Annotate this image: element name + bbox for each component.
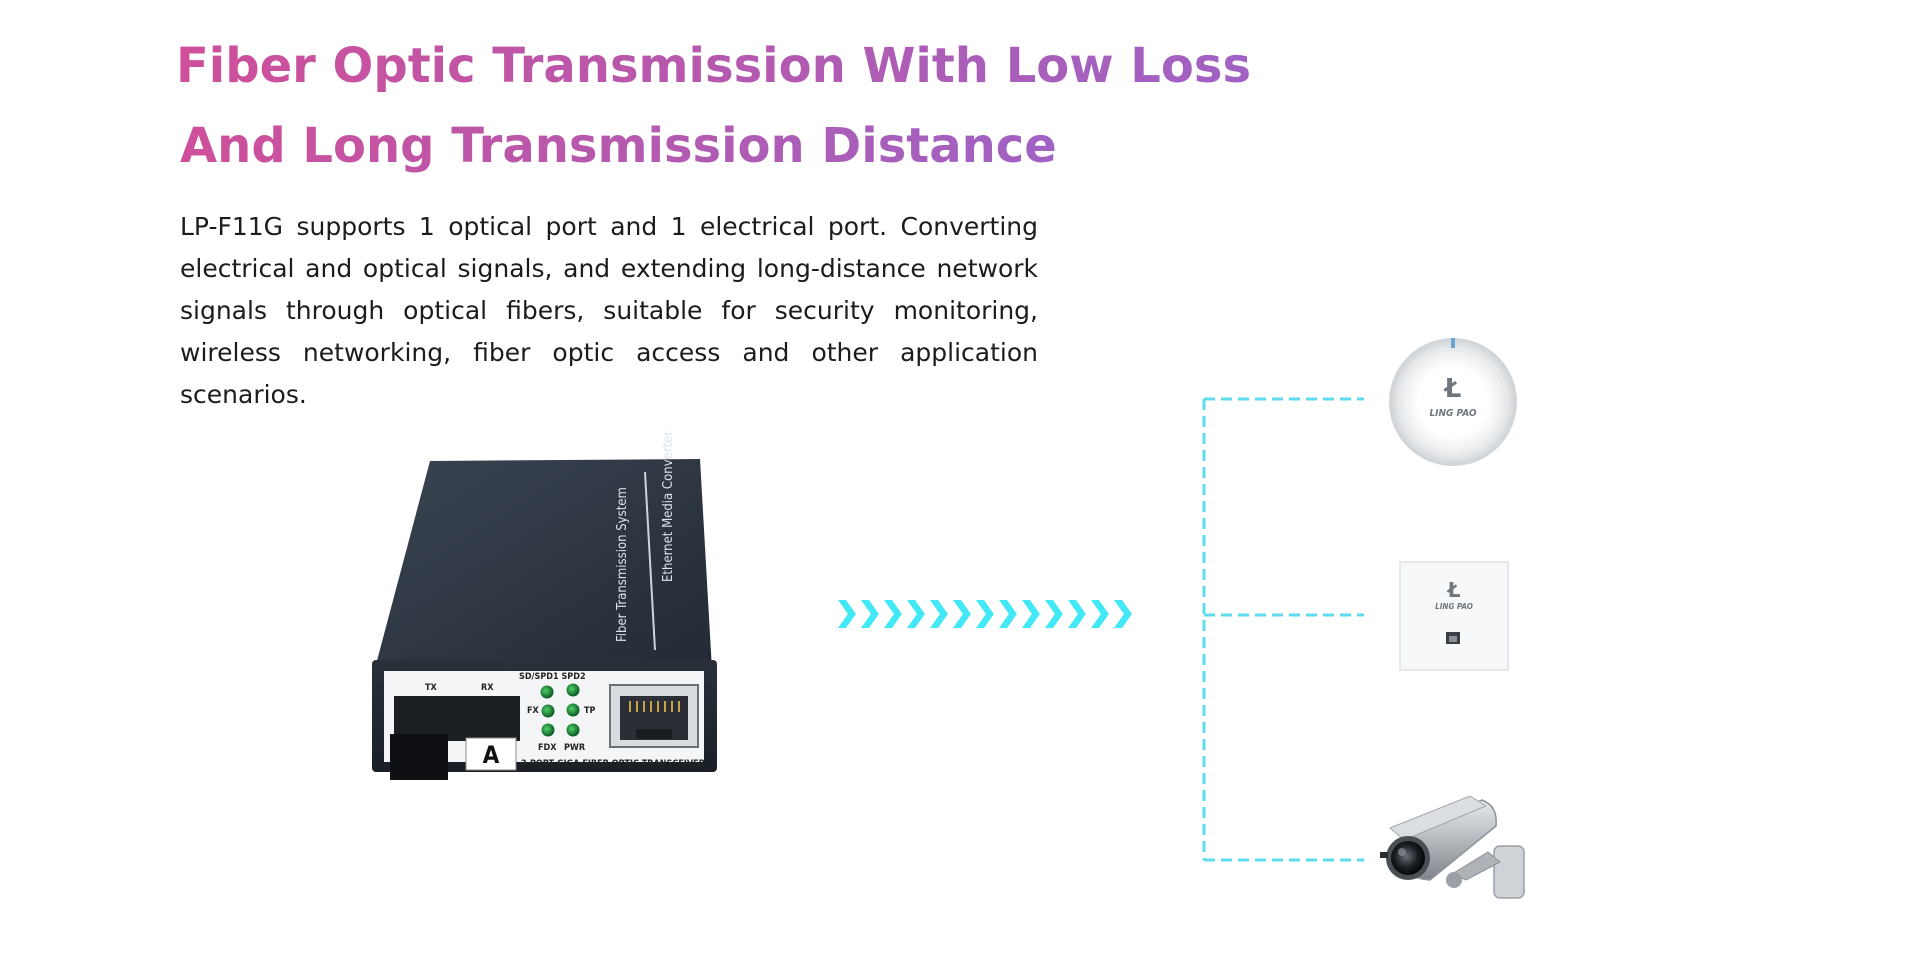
ceiling-access-point: Ł LING PAO (1389, 338, 1517, 466)
sc-fiber-connector (390, 734, 448, 780)
chevron-arrow-icon (999, 600, 1017, 628)
port-type-label: A (483, 741, 500, 769)
chevron-arrow-icon (976, 600, 994, 628)
led-sd-spd1 (540, 685, 554, 699)
chevron-arrow-icon (1114, 600, 1132, 628)
media-converter-device: Ethernet Media Converter Fiber Transmiss… (372, 431, 717, 780)
chevron-arrow-icon (1068, 600, 1086, 628)
sc-fiber-port[interactable] (394, 696, 520, 741)
led-fdx (541, 723, 555, 737)
led-pwr-label: PWR (564, 743, 586, 753)
page-title-line-2: And Long Transmission Distance (180, 118, 1057, 174)
led-fx-label: FX (527, 706, 540, 716)
converter-top-label: Ethernet Media Converter (661, 431, 676, 582)
ceiling-ap-brand: LING PAO (1429, 408, 1476, 419)
led-spd2 (566, 683, 580, 697)
wall-ap-logo-icon: Ł (1447, 578, 1461, 602)
ap-indicator-light (1451, 338, 1455, 348)
chevron-arrow-icon (1091, 600, 1109, 628)
port-type-badge (465, 737, 517, 771)
camera-wall-mount (1493, 845, 1525, 899)
led-tp-label: TP (584, 706, 596, 716)
signal-flow-arrows (838, 600, 1132, 628)
camera-lens (1391, 841, 1425, 875)
chevron-arrow-icon (861, 600, 879, 628)
rj45-port-latch (636, 729, 672, 739)
ceiling-ap-logo-icon: Ł (1443, 374, 1462, 404)
converter-side-label: Fiber Transmission System (615, 487, 630, 642)
wall-access-point: Ł LING PAO (1399, 561, 1509, 671)
led-fdx-label: FDX (538, 743, 557, 753)
tx-label: TX (425, 683, 438, 693)
converter-top-surface (374, 459, 712, 672)
chevron-arrow-icon (884, 600, 902, 628)
chevron-arrow-icon (1022, 600, 1040, 628)
page-title-line-1: Fiber Optic Transmission With Low Loss (176, 38, 1252, 94)
security-camera (1380, 795, 1525, 899)
connection-lines (1202, 397, 1364, 862)
chevron-arrow-icon (907, 600, 925, 628)
led-header-label: SD/SPD1 SPD2 (519, 672, 586, 682)
rx-label: RX (481, 683, 494, 693)
chevron-arrow-icon (953, 600, 971, 628)
led-pwr (566, 723, 580, 737)
converter-accent-line (644, 471, 656, 651)
wall-ap-brand: LING PAO (1435, 602, 1473, 611)
chevron-arrow-icon (930, 600, 948, 628)
chevron-arrow-icon (1045, 600, 1063, 628)
product-description: LP-F11G supports 1 optical port and 1 el… (180, 212, 1038, 409)
led-fx (541, 704, 555, 718)
led-tp (566, 703, 580, 717)
rj45-contacts (629, 701, 680, 712)
chevron-arrow-icon (838, 600, 856, 628)
model-caption: 2-PORT GIGA FIBER OPTIC TRANSCEIVER (521, 759, 706, 769)
